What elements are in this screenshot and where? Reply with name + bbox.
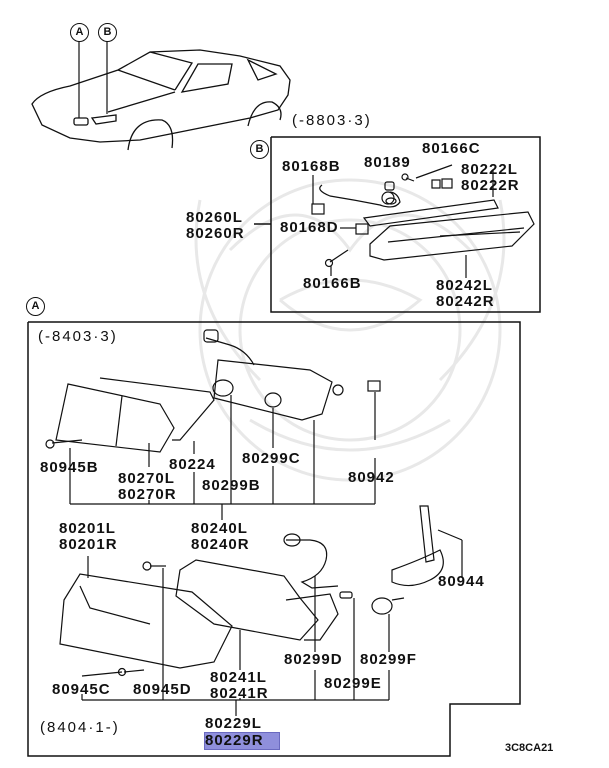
part-80299E[interactable]: 80299E [324, 675, 382, 692]
part-80166B[interactable]: 80166B [303, 275, 362, 292]
part-80229R-highlighted[interactable]: 80229R [204, 732, 280, 750]
part-80299B[interactable]: 80299B [202, 477, 261, 494]
section-b-parts [311, 164, 535, 278]
car-illustration [31, 49, 291, 151]
callout-b-section[interactable]: B [250, 140, 269, 159]
part-80201L[interactable]: 80201L [59, 520, 116, 537]
part-80241R[interactable]: 80241R [210, 685, 269, 702]
part-80945C[interactable]: 80945C [52, 681, 111, 698]
section-b-date-range: (-8803·3) [292, 112, 372, 129]
part-80229L[interactable]: 80229L [205, 715, 262, 732]
part-80270R[interactable]: 80270R [118, 486, 177, 503]
section-a-date-range-bottom: (8404·1-) [40, 719, 120, 736]
part-80240L[interactable]: 80240L [191, 520, 248, 537]
part-80260R[interactable]: 80260R [186, 225, 245, 242]
part-80240R[interactable]: 80240R [191, 536, 250, 553]
part-80222R[interactable]: 80222R [461, 177, 520, 194]
part-80189[interactable]: 80189 [364, 154, 411, 171]
callout-a-top[interactable]: A [70, 23, 89, 42]
part-80168B[interactable]: 80168B [282, 158, 341, 175]
part-80242R[interactable]: 80242R [436, 293, 495, 310]
part-80242L[interactable]: 80242L [436, 277, 493, 294]
part-80299C[interactable]: 80299C [242, 450, 301, 467]
part-80224[interactable]: 80224 [169, 456, 216, 473]
callout-leaders [78, 40, 108, 118]
part-80168D[interactable]: 80168D [280, 219, 339, 236]
part-80166C[interactable]: 80166C [422, 140, 481, 157]
diagram-code: 3C8CA21 [505, 742, 554, 754]
callout-b-top[interactable]: B [98, 23, 117, 42]
part-80945D[interactable]: 80945D [133, 681, 192, 698]
watermark-emblem [194, 178, 506, 482]
section-a-frame [27, 321, 521, 757]
section-b-frame [254, 136, 541, 313]
part-80222L[interactable]: 80222L [461, 161, 518, 178]
part-80260L[interactable]: 80260L [186, 209, 243, 226]
part-80299D[interactable]: 80299D [284, 651, 343, 668]
part-80944[interactable]: 80944 [438, 573, 485, 590]
part-80270L[interactable]: 80270L [118, 470, 175, 487]
part-80945B[interactable]: 80945B [40, 459, 99, 476]
part-80299F[interactable]: 80299F [360, 651, 417, 668]
part-80201R[interactable]: 80201R [59, 536, 118, 553]
section-a-parts [45, 329, 463, 716]
part-80241L[interactable]: 80241L [210, 669, 267, 686]
section-a-date-range-top: (-8403·3) [38, 328, 118, 345]
part-80942[interactable]: 80942 [348, 469, 395, 486]
callout-a-section[interactable]: A [26, 297, 45, 316]
